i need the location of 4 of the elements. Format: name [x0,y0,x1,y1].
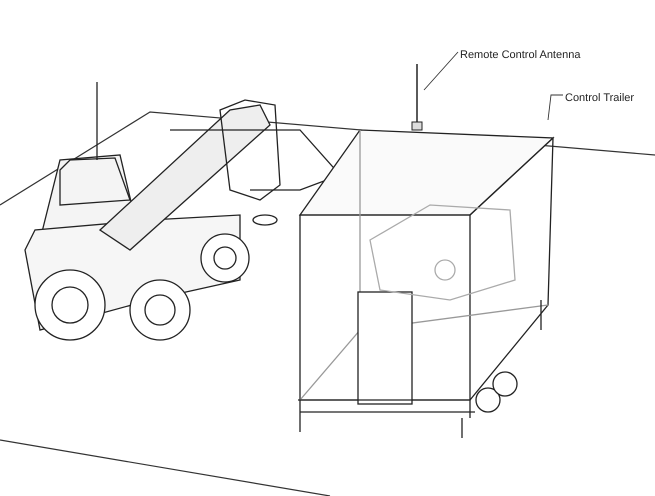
callout-label: Remote Control Antenna [460,49,580,61]
callout-label: Control Trailer [565,92,634,104]
leader-line [424,52,458,90]
leader-line [548,94,564,120]
